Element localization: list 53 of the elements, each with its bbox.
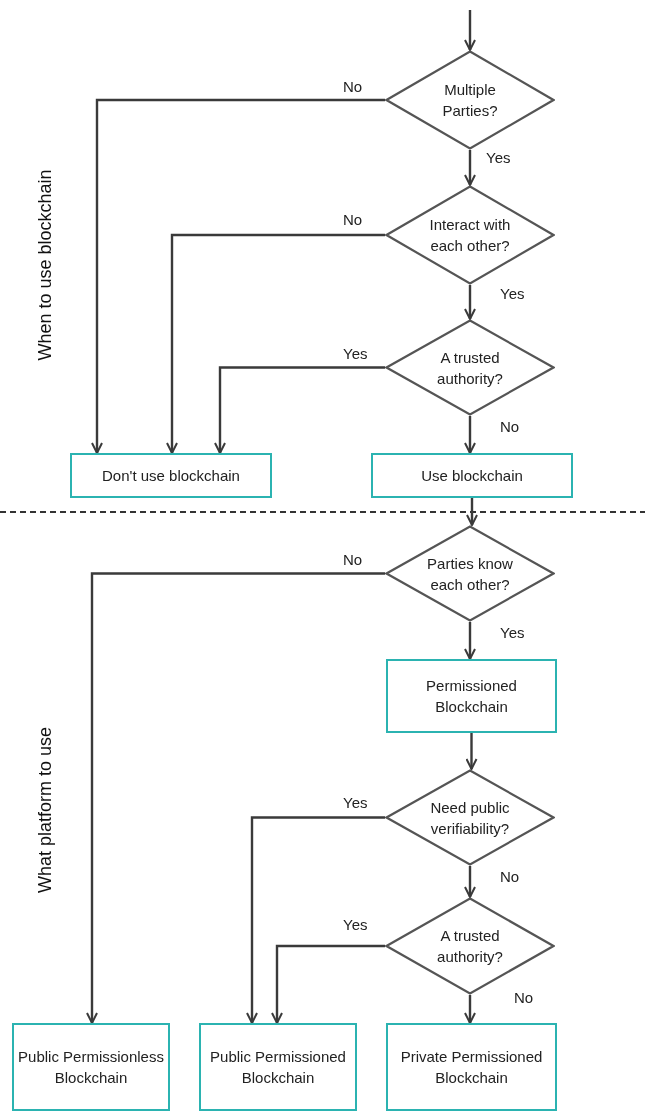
process-box	[70, 453, 272, 498]
arrow	[214, 366, 385, 454]
edge-label: No	[500, 418, 520, 435]
arrow	[464, 285, 476, 320]
edge-label: Yes	[343, 345, 368, 362]
arrow	[466, 498, 478, 526]
arrow	[86, 572, 385, 1024]
decision-question: Interact with each other?	[428, 215, 512, 256]
edge-label: No	[343, 78, 363, 95]
section-label: When to use blockchain	[34, 169, 56, 361]
decision-question: Need public verifiability?	[429, 797, 511, 839]
arrow	[464, 866, 476, 898]
decision-diamond	[385, 50, 555, 150]
edge-label: Yes	[486, 149, 511, 166]
process-box	[386, 659, 557, 733]
process-box	[199, 1023, 357, 1111]
box-label: Use blockchain	[421, 466, 523, 486]
process-box	[12, 1023, 170, 1111]
process-box	[386, 1023, 557, 1111]
decision-question: A trusted authority?	[436, 347, 504, 389]
decision-diamond	[385, 319, 555, 416]
box-label: Don't use blockchain	[102, 466, 240, 486]
edge-label: Yes	[343, 794, 368, 811]
box-label: Private Permissioned Blockchain	[399, 1047, 544, 1088]
edge-label: No	[514, 989, 534, 1006]
decision-diamond	[385, 897, 555, 995]
decision-diamond	[385, 525, 555, 622]
box-label: Public Permissioned Blockchain	[209, 1047, 347, 1088]
arrow	[166, 233, 385, 454]
arrow	[464, 10, 476, 51]
box-label: Public Permissionless Blockchain	[17, 1047, 165, 1088]
edge-label: Yes	[343, 916, 368, 933]
edge-label: Yes	[500, 624, 525, 641]
edge-label: No	[343, 211, 363, 228]
arrow	[464, 416, 476, 454]
arrow	[91, 98, 385, 454]
decision-question: Parties know each other?	[426, 553, 514, 595]
decision-diamond	[385, 185, 555, 285]
arrow	[464, 622, 476, 660]
arrow	[246, 816, 385, 1024]
arrow	[464, 995, 476, 1024]
arrow	[464, 150, 476, 186]
decision-question: Multiple Parties?	[441, 80, 499, 121]
arrow	[465, 733, 478, 770]
decision-question: A trusted authority?	[436, 926, 504, 967]
decision-diamond	[385, 769, 555, 866]
box-label: Permissioned Blockchain	[425, 676, 518, 717]
section-label: What platform to use	[34, 726, 56, 894]
process-box	[371, 453, 573, 498]
arrow	[271, 944, 385, 1024]
edge-label: No	[343, 551, 363, 568]
edge-label: No	[500, 868, 520, 885]
edge-label: Yes	[500, 285, 525, 302]
